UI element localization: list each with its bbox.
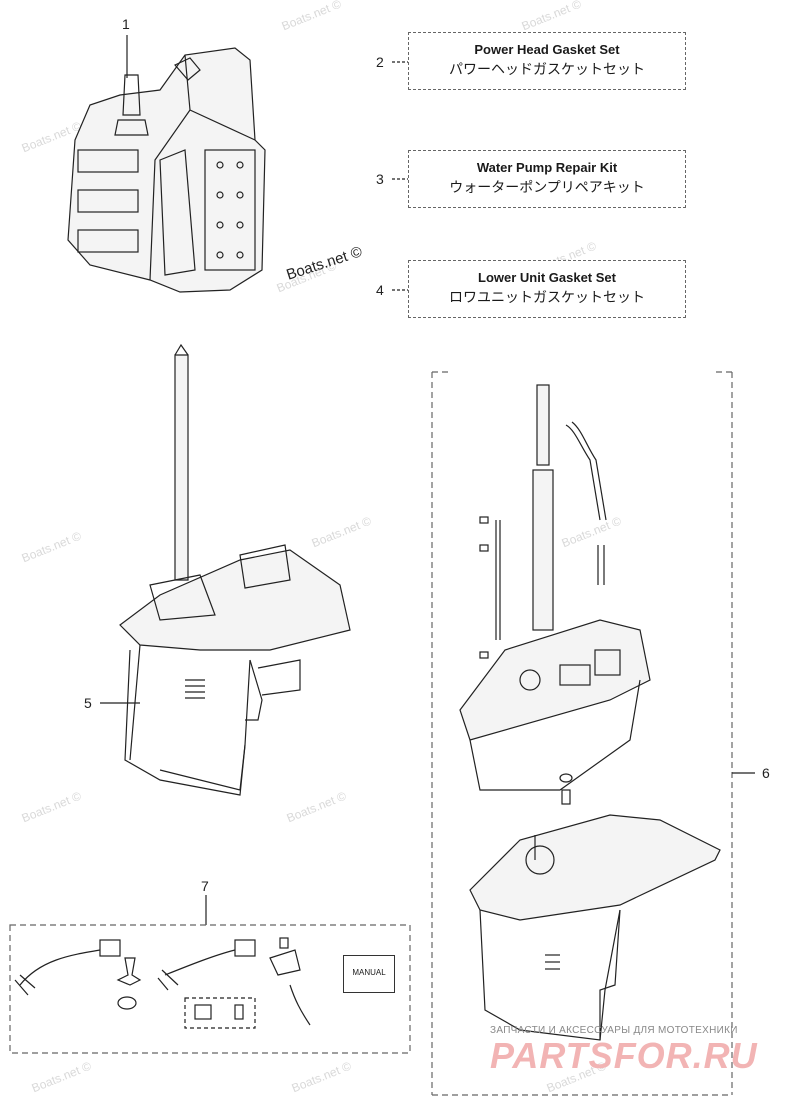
kit-label-lower-unit: Lower Unit Gasket Set ロワユニットガスケットセット: [408, 260, 686, 318]
callout-1: 1: [122, 16, 130, 32]
kit-label-jp: パワーヘッドガスケットセット: [449, 61, 645, 77]
kit-label-jp: ウォーターポンプリペアキット: [449, 179, 645, 195]
wiring-kit-illustration: [14, 937, 311, 1029]
callout-7: 7: [201, 878, 209, 894]
kit-label-jp: ロワユニットガスケットセット: [449, 289, 645, 305]
kit-label-en: Water Pump Repair Kit: [476, 160, 618, 175]
kit-label-en: Power Head Gasket Set: [474, 42, 620, 57]
site-logo: PARTSFOR.RU: [490, 1035, 758, 1076]
callout-5: 5: [84, 695, 92, 711]
callout-3: 3: [376, 171, 384, 187]
kit-label-en: Lower Unit Gasket Set: [478, 270, 616, 285]
kit-label-water-pump: Water Pump Repair Kit ウォーターポンプリペアキット: [408, 150, 686, 208]
kit-label-power-head: Power Head Gasket Set パワーヘッドガスケットセット: [408, 32, 686, 90]
lower-unit-illustration: [119, 343, 351, 796]
manual-booklet: MANUAL: [343, 955, 395, 993]
lower-unit-parts-illustration: [459, 384, 721, 1041]
site-tagline: ЗАПЧАСТИ И АКСЕССУАРЫ ДЛЯ МОТОТЕХНИКИ: [490, 1025, 738, 1036]
power-head-illustration: [67, 47, 266, 293]
callout-4: 4: [376, 282, 384, 298]
callout-6: 6: [762, 765, 770, 781]
callout-2: 2: [376, 54, 384, 70]
